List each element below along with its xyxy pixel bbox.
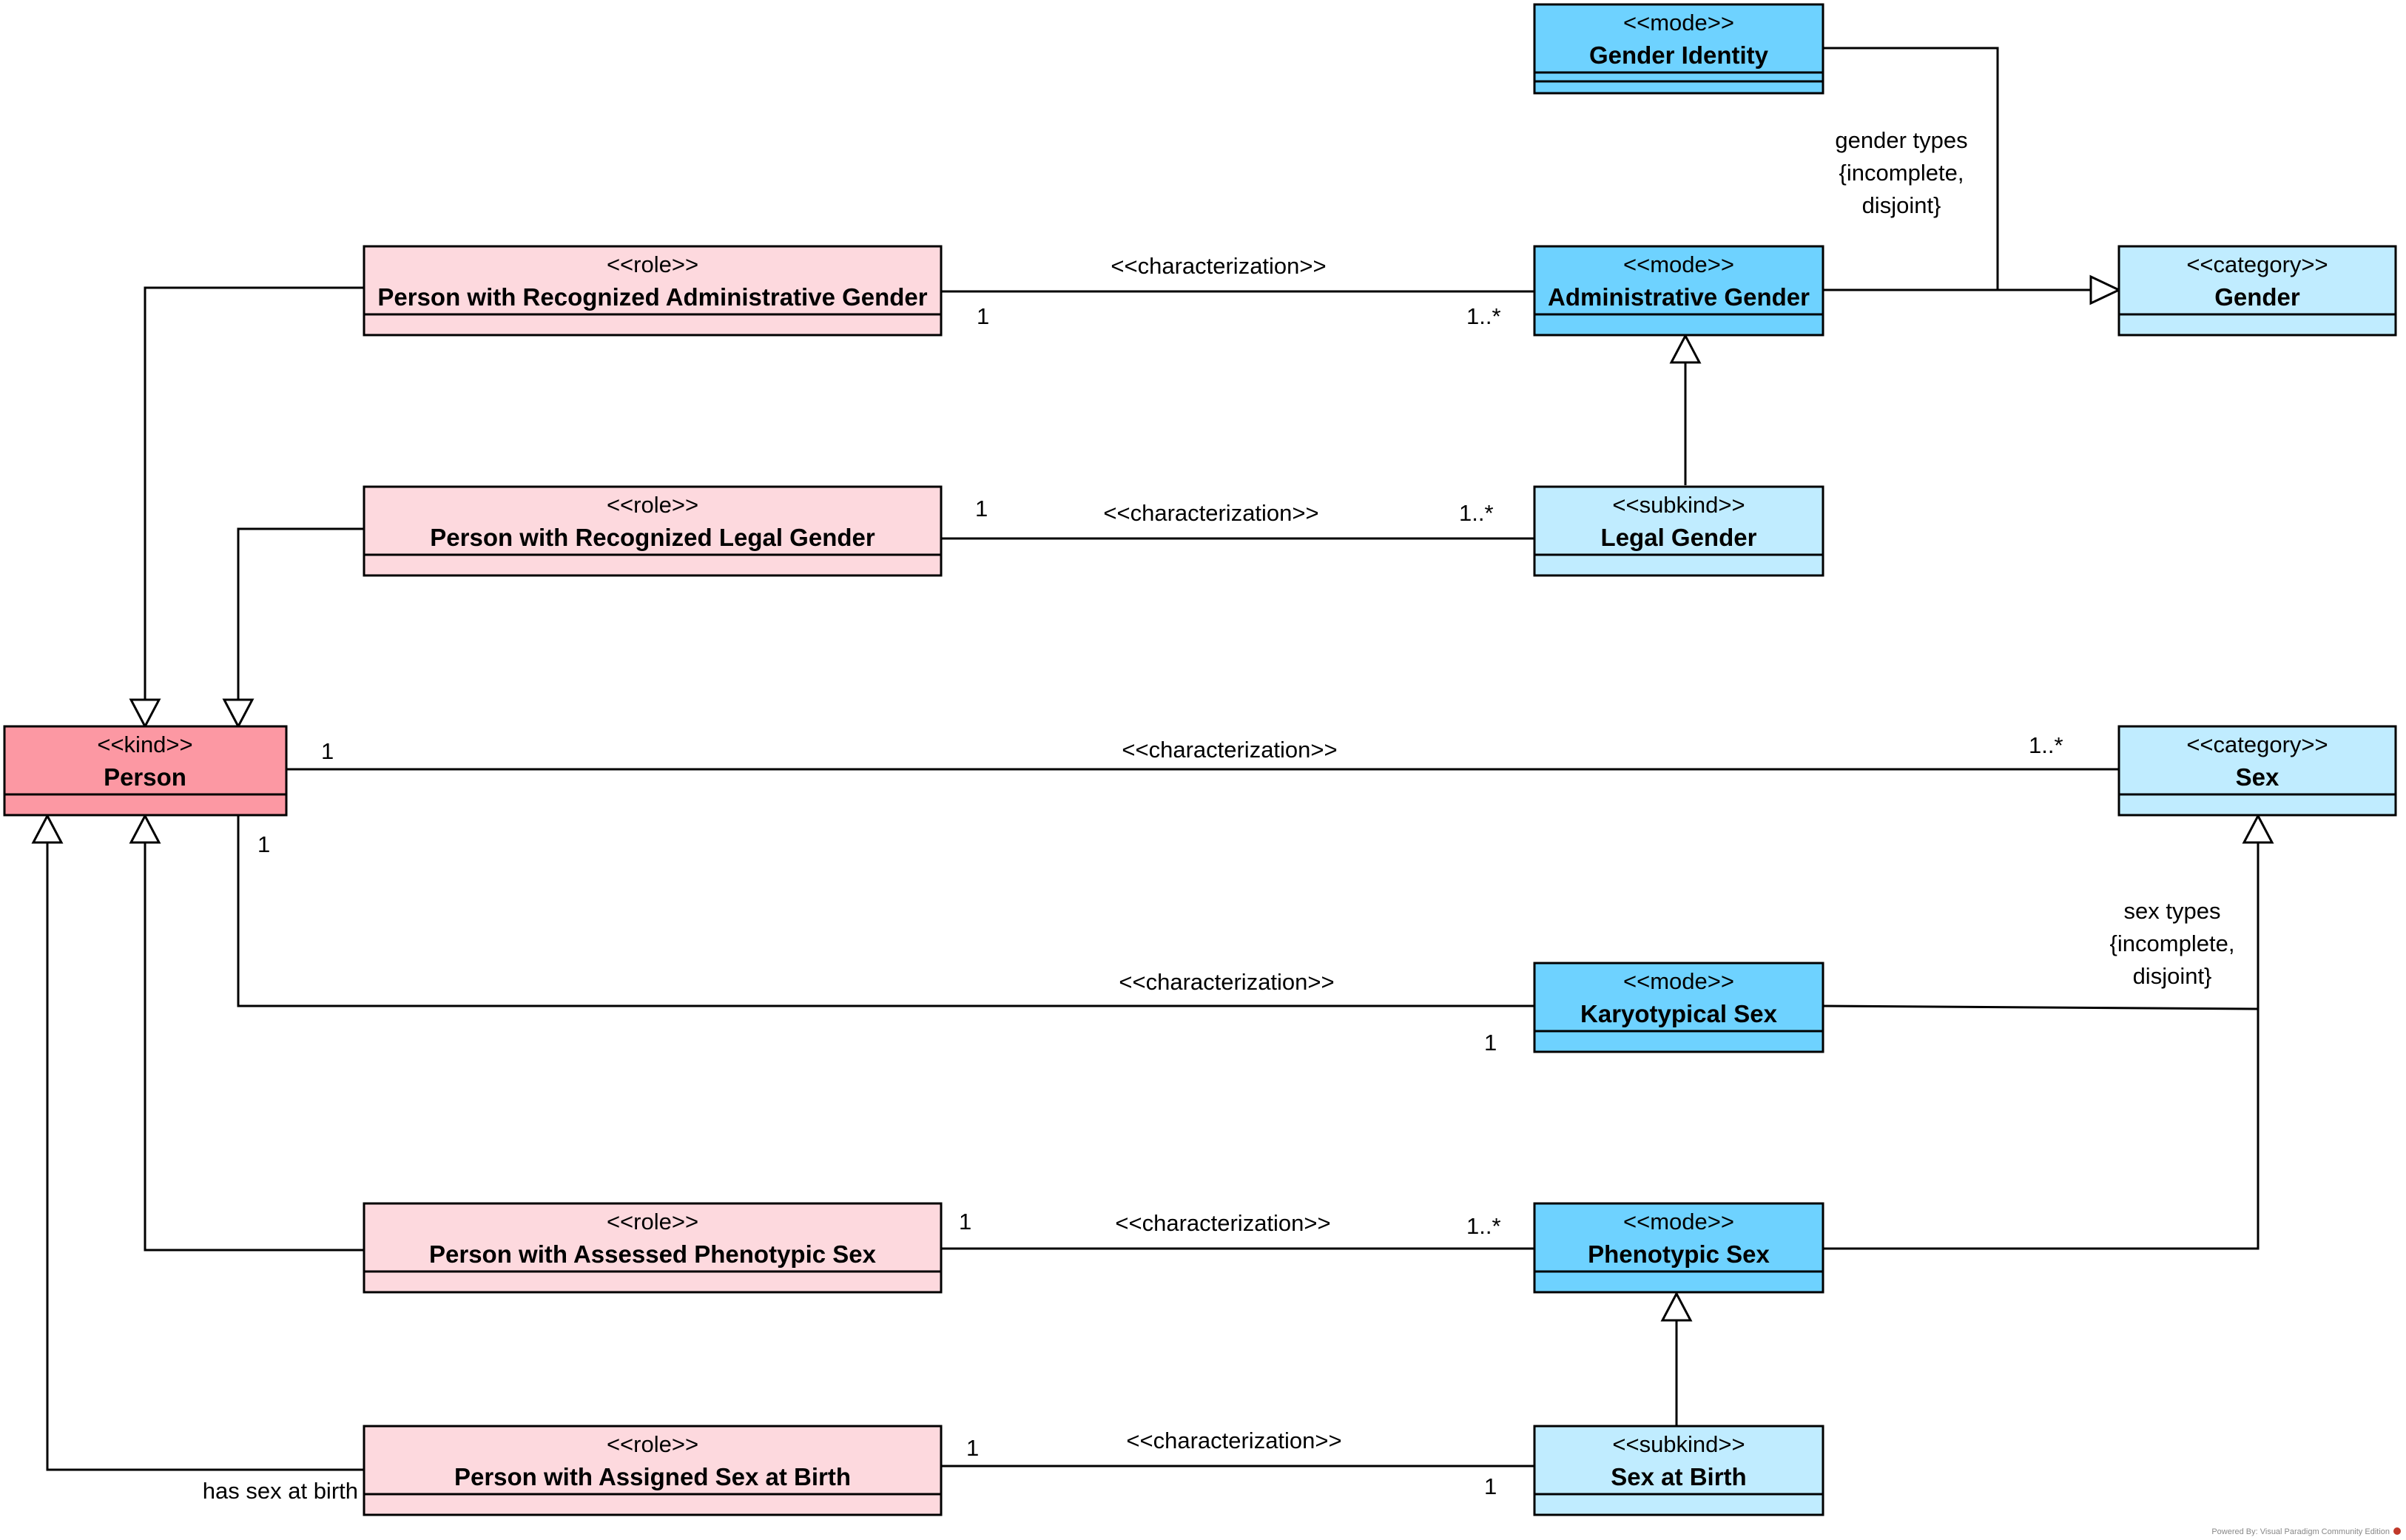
- arrowhead-birth-pheno: [1660, 1291, 1693, 1322]
- vp-logo-icon: [2393, 1527, 2401, 1535]
- stereotype-karyotypical-sex: <<mode>>: [1623, 968, 1734, 994]
- name-legal-gender: Legal Gender: [1601, 524, 1757, 551]
- name-gender: Gender: [2214, 283, 2300, 311]
- class-gender-identity[interactable]: [1533, 3, 1824, 95]
- stereotype-administrative-gender: <<mode>>: [1623, 251, 1734, 277]
- class-sex-at-birth[interactable]: [1533, 1425, 1824, 1516]
- class-legal-gender-role[interactable]: [363, 485, 943, 577]
- label-admin-characterization: <<characterization>>: [1111, 253, 1326, 279]
- name-sex-at-birth: Sex at Birth: [1611, 1463, 1746, 1490]
- mult-admin-source: 1: [977, 303, 989, 329]
- mult-legal-source: 1: [975, 496, 988, 521]
- name-person: Person: [104, 763, 186, 791]
- gender-types-line1: gender types: [1835, 127, 1967, 153]
- stereotype-sex-at-birth-role: <<role>>: [607, 1431, 698, 1457]
- class-gender[interactable]: [2117, 245, 2397, 337]
- mult-karyo-source: 1: [257, 831, 270, 857]
- arrowhead-sex-set: [2242, 813, 2274, 844]
- mult-birth-target: 1: [1484, 1473, 1497, 1499]
- mult-pheno-source: 1: [959, 1209, 971, 1235]
- stereotype-person: <<kind>>: [97, 732, 192, 757]
- label-pheno-characterization: <<characterization>>: [1115, 1210, 1330, 1236]
- class-person[interactable]: [3, 725, 288, 817]
- name-administrative-gender: Administrative Gender: [1548, 283, 1810, 311]
- class-legal-gender[interactable]: [1533, 485, 1824, 577]
- generalization-birth-role-to-person[interactable]: [46, 840, 364, 1471]
- name-admin-gender-role: Person with Recognized Administrative Ge…: [377, 283, 927, 311]
- mult-pheno-target: 1..*: [1466, 1213, 1501, 1239]
- edges: [46, 47, 2260, 1471]
- association-labels: <<characterization>> <<characterization>…: [1103, 253, 1341, 1453]
- class-administrative-gender[interactable]: [1533, 245, 1824, 337]
- stereotype-sex-at-birth: <<subkind>>: [1612, 1431, 1745, 1457]
- class-sex-at-birth-role[interactable]: [363, 1425, 943, 1516]
- mult-sex-target: 1..*: [2029, 732, 2063, 758]
- generalization-admin-role-to-person[interactable]: [144, 286, 364, 704]
- class-admin-gender-role[interactable]: [363, 245, 943, 337]
- name-sex: Sex: [2236, 763, 2279, 791]
- multiplicities: 1 1..* 1 1..* 1 1..* 1 1 1 1..* 1 1 has …: [203, 303, 2063, 1504]
- class-phenotypic-sex-role[interactable]: [363, 1202, 943, 1294]
- sex-types-line1: sex types: [2124, 898, 2221, 924]
- class-labels: <<mode>> Gender Identity <<role>> Person…: [97, 10, 2328, 1490]
- stereotype-admin-gender-role: <<role>>: [607, 251, 698, 277]
- generalization-legal-role-to-person[interactable]: [237, 527, 364, 704]
- arrowhead-gender-set: [2089, 274, 2122, 305]
- label-legal-characterization: <<characterization>>: [1103, 500, 1318, 526]
- name-phenotypic-sex-role: Person with Assessed Phenotypic Sex: [429, 1240, 877, 1268]
- footer-powered-by: Powered By: Visual Paradigm Community Ed…: [2211, 1527, 2390, 1536]
- stereotype-phenotypic-sex-role: <<role>>: [607, 1209, 698, 1235]
- stereotype-gender-identity: <<mode>>: [1623, 10, 1734, 36]
- class-phenotypic-sex[interactable]: [1533, 1202, 1824, 1294]
- class-sex[interactable]: [2117, 725, 2397, 817]
- label-karyo-characterization: <<characterization>>: [1119, 969, 1334, 995]
- name-karyotypical-sex: Karyotypical Sex: [1580, 1000, 1778, 1027]
- class-boxes: [3, 3, 2397, 1516]
- mult-sex-source: 1: [321, 738, 334, 764]
- arrowhead-pheno-role-person: [129, 813, 161, 844]
- stereotype-gender: <<category>>: [2186, 251, 2328, 277]
- mult-legal-target: 1..*: [1459, 500, 1494, 526]
- stereotype-legal-gender: <<subkind>>: [1612, 492, 1745, 518]
- mult-birth-source: 1: [966, 1435, 979, 1461]
- name-phenotypic-sex: Phenotypic Sex: [1588, 1240, 1770, 1268]
- arrowhead-admin-role-person: [129, 698, 161, 729]
- generalization-pheno-to-sex[interactable]: [1823, 840, 2260, 1250]
- sex-types-line2: {incomplete,: [2110, 931, 2235, 956]
- generalization-set-notes: gender types {incomplete, disjoint} sex …: [1835, 127, 2234, 989]
- stereotype-sex: <<category>>: [2186, 732, 2328, 757]
- generalization-pheno-role-to-person[interactable]: [144, 840, 364, 1252]
- arrowheads: [31, 274, 2274, 1322]
- label-birth-characterization: <<characterization>>: [1126, 1428, 1341, 1453]
- stereotype-legal-gender-role: <<role>>: [607, 492, 698, 518]
- mult-admin-target: 1..*: [1466, 303, 1501, 329]
- association-karyo-characterization[interactable]: [237, 816, 1534, 1007]
- sex-types-line3: disjoint}: [2133, 963, 2212, 989]
- label-has-sex-at-birth: has sex at birth: [203, 1478, 358, 1504]
- mult-karyo-target: 1: [1484, 1030, 1497, 1056]
- name-gender-identity: Gender Identity: [1589, 41, 1769, 69]
- gender-types-line3: disjoint}: [1862, 192, 1941, 218]
- class-karyotypical-sex[interactable]: [1533, 962, 1824, 1053]
- name-sex-at-birth-role: Person with Assigned Sex at Birth: [454, 1463, 851, 1490]
- stereotype-phenotypic-sex: <<mode>>: [1623, 1209, 1734, 1235]
- gender-types-line2: {incomplete,: [1839, 160, 1964, 186]
- name-legal-gender-role: Person with Recognized Legal Gender: [430, 524, 875, 551]
- arrowhead-legal-role-person: [222, 698, 255, 729]
- generalization-gender-identity-to-gender[interactable]: [1823, 47, 1999, 290]
- arrowhead-birth-role-person: [31, 813, 64, 844]
- arrowhead-legal-admin: [1669, 333, 1702, 364]
- label-sex-characterization: <<characterization>>: [1122, 737, 1337, 763]
- generalization-karyo-to-sex[interactable]: [1822, 1004, 2259, 1010]
